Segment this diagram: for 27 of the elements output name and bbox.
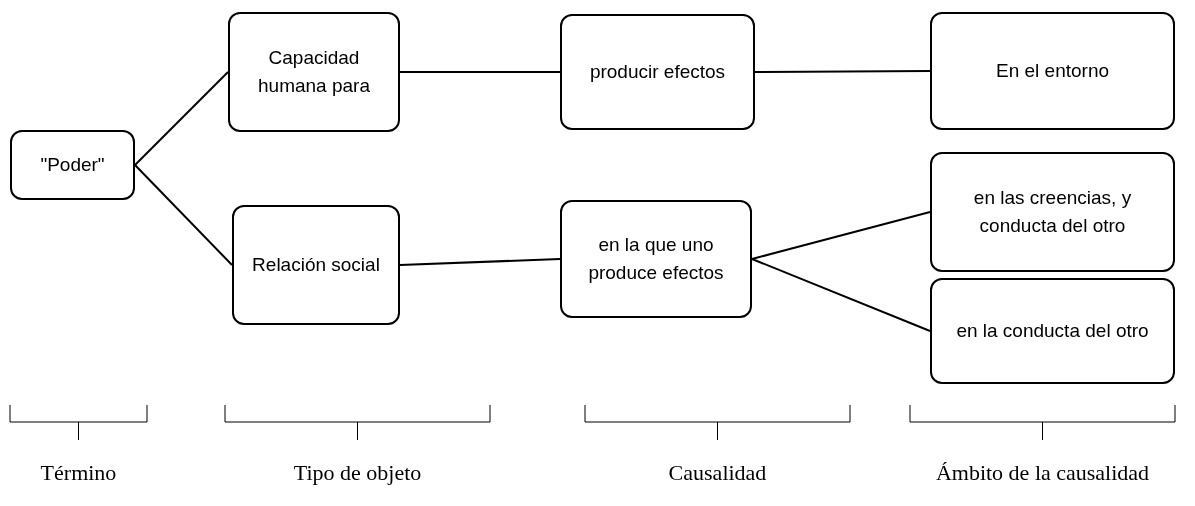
box-text: en la que uno produce efectos — [587, 233, 725, 285]
box-text: en la conducta del otro — [956, 319, 1149, 344]
rounded-box — [232, 205, 400, 325]
connector-line — [751, 211, 931, 260]
category-label: Ámbito de la causalidad — [935, 459, 1150, 487]
rounded-box — [560, 200, 752, 318]
rounded-box — [228, 12, 400, 132]
connector-line — [399, 71, 561, 73]
category-label: Tipo de objeto — [293, 459, 422, 487]
box-text: producir efectos — [589, 60, 726, 85]
rounded-box — [560, 14, 755, 130]
category-label: Término — [40, 459, 117, 487]
box-text: en las creencias, y conducta del otro — [972, 186, 1133, 238]
rounded-box — [10, 130, 135, 200]
category-label: Causalidad — [668, 459, 767, 487]
box-text: En el entorno — [996, 59, 1109, 84]
rounded-box — [930, 152, 1175, 272]
box-text: "Poder" — [40, 153, 105, 178]
connector-line — [754, 70, 931, 73]
connector-line — [134, 71, 229, 166]
connector-line — [134, 164, 233, 266]
rounded-box — [930, 278, 1175, 384]
box-text: Relación social — [252, 253, 380, 278]
box-text: Capacidad humana para — [257, 46, 371, 98]
rounded-box — [930, 12, 1175, 130]
connector-line — [751, 258, 931, 332]
connector-line — [399, 258, 561, 266]
